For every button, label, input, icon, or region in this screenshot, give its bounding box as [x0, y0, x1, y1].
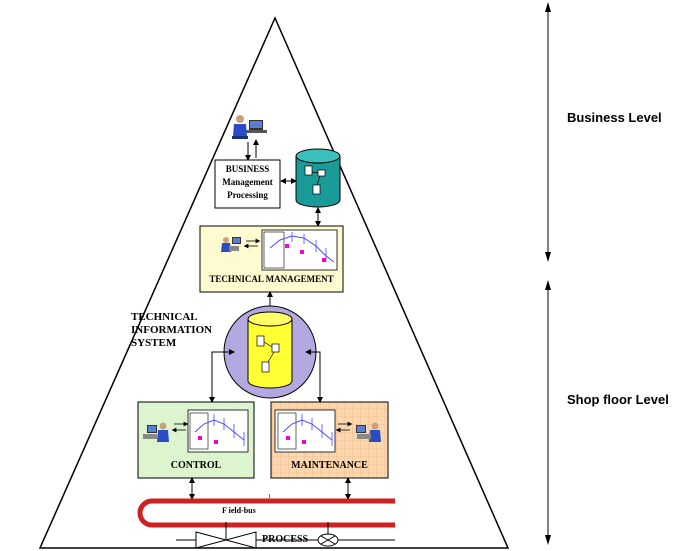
- shop-floor-level-range-arrow: [545, 280, 551, 545]
- business-management-box: [214, 159, 281, 209]
- tis-label-line-1: TECHNICAL: [131, 311, 198, 323]
- fieldbus-label: F ield-bus: [222, 506, 256, 515]
- arrow-tis-to-control: [209, 351, 224, 403]
- fieldbus-mark: 1: [268, 494, 271, 500]
- business-level-label: Business Level: [567, 110, 662, 125]
- maintenance-label: MAINTENANCE: [291, 460, 368, 471]
- fieldbus-pipe: [137, 498, 395, 528]
- business-database-icon: [295, 148, 341, 208]
- shop-floor-level-label: Shop floor Level: [567, 392, 669, 407]
- flow-meter-icon: [317, 533, 339, 547]
- process-chart-icon-techmgmt: [261, 229, 338, 271]
- operator-workstation-icon-top: [232, 115, 267, 139]
- process-chart-icon-maintenance: [274, 409, 336, 453]
- process-label: PROCESS: [262, 534, 309, 545]
- tis-label-line-3: SYSTEM: [131, 337, 177, 349]
- business-box-line-2: Management: [222, 177, 273, 187]
- business-box-line-3: Processing: [227, 190, 268, 200]
- technical-information-system-database-icon: [247, 311, 293, 389]
- operator-workstation-icon-maintenance: [356, 422, 381, 442]
- control-label: CONTROL: [170, 460, 222, 471]
- fieldbus-pipe-highlight: [143, 504, 395, 522]
- tis-label-line-2: INFORMATION: [131, 324, 213, 336]
- process-chart-icon-control: [187, 409, 249, 453]
- business-box-line-1: BUSINESS: [225, 164, 270, 174]
- technical-management-label: TECHNICAL MANAGEMENT: [209, 274, 334, 284]
- valve-icon: [195, 531, 257, 549]
- operator-workstation-icon-control: [143, 422, 169, 442]
- business-level-range-arrow: [545, 2, 551, 262]
- operator-workstation-icon-techmgmt: [221, 237, 241, 252]
